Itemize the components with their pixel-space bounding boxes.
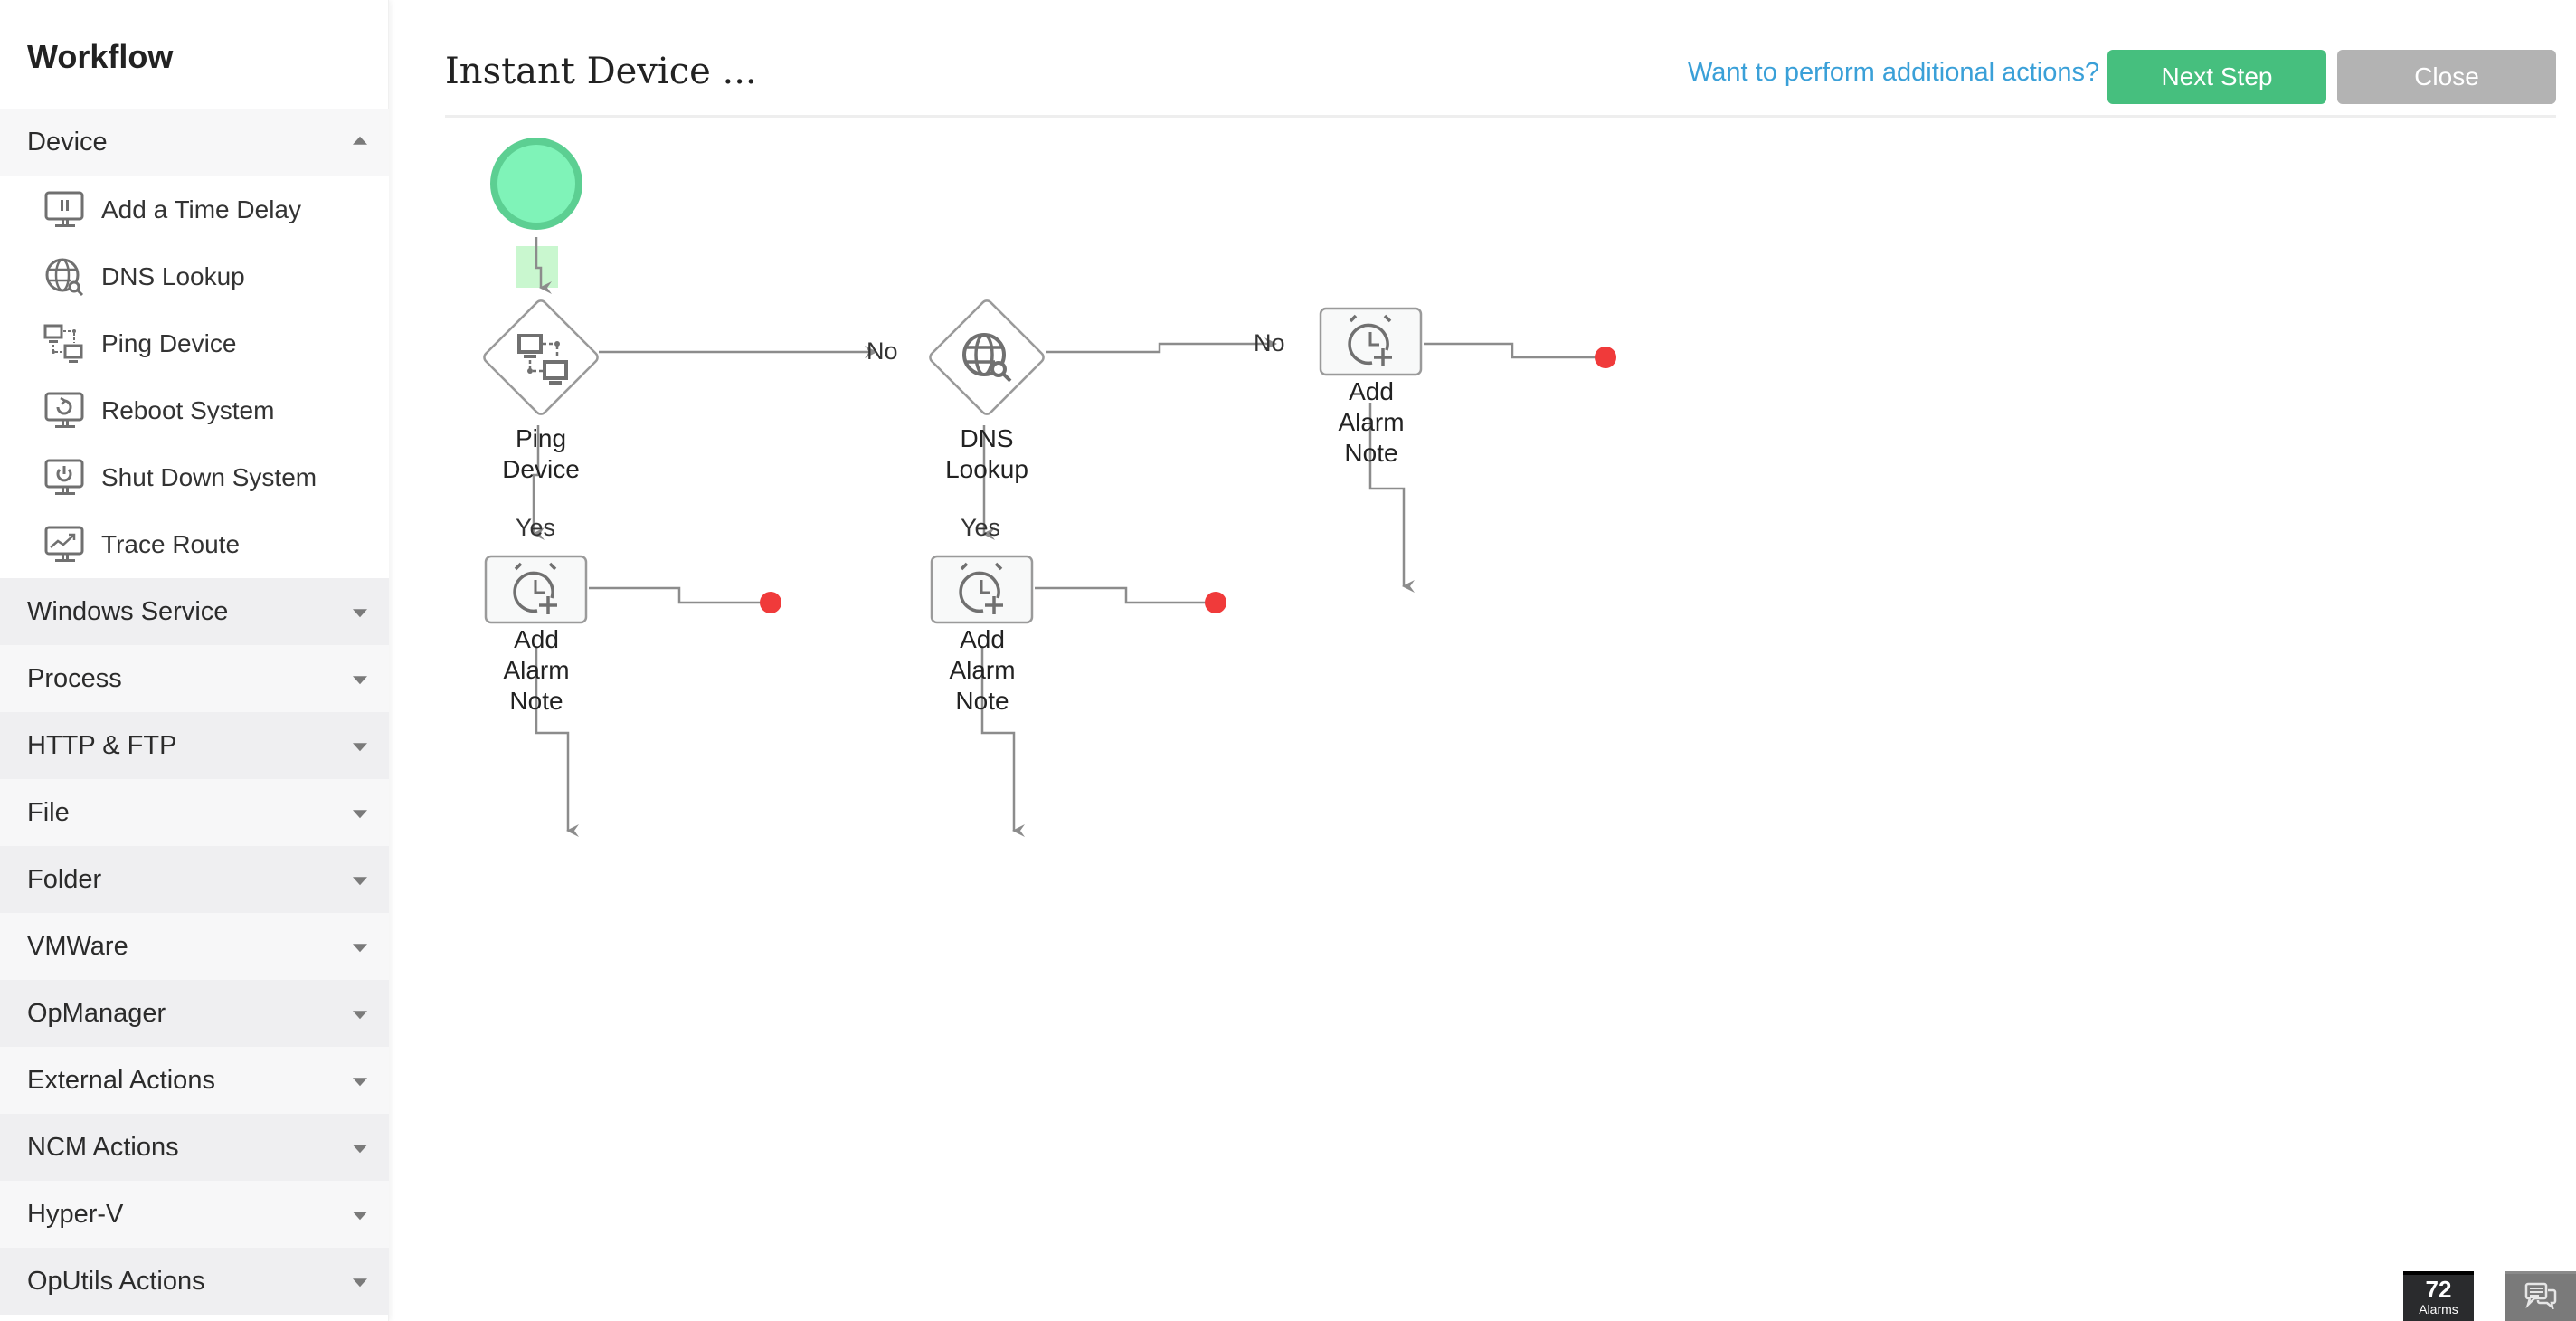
start-node[interactable] — [490, 138, 582, 230]
caret-down-icon — [353, 1145, 367, 1154]
sidebar-item-add-time-delay[interactable]: Add a Time Delay — [0, 176, 389, 243]
close-button[interactable]: Close — [2337, 50, 2556, 104]
alarm-note-node-dns-yes[interactable] — [930, 555, 1034, 624]
additional-actions-link[interactable]: Want to perform additional actions? — [1688, 58, 2100, 87]
alarms-count: 72 — [2425, 1276, 2452, 1303]
category-label: Device — [27, 127, 108, 157]
sidebar-category-ncm-actions[interactable]: NCM Actions — [0, 1114, 389, 1181]
category-label: VMWare — [27, 931, 128, 961]
alarm-note-label-top: Add Alarm Note — [1338, 377, 1405, 467]
ping-device-label: Ping Device — [502, 424, 580, 483]
sidebar-item-trace-route[interactable]: Trace Route — [0, 511, 389, 578]
end-node[interactable] — [1205, 592, 1226, 613]
category-label: Windows Service — [27, 596, 229, 626]
sidebar: Workflow Device Add a Time Delay DNS Loo… — [0, 0, 389, 1321]
sidebar-category-oputils-actions[interactable]: OpUtils Actions — [0, 1248, 389, 1315]
sidebar-category-hyper-v[interactable]: Hyper-V — [0, 1181, 389, 1248]
item-label: Trace Route — [101, 530, 241, 558]
sidebar-item-ping-device[interactable]: Ping Device — [0, 310, 389, 377]
sidebar-title: Workflow — [27, 38, 174, 75]
category-label: Process — [27, 663, 122, 693]
page-title: Instant Device ... — [445, 51, 757, 92]
category-label: Hyper-V — [27, 1199, 124, 1229]
item-label: Reboot System — [101, 396, 275, 424]
category-label: External Actions — [27, 1065, 215, 1095]
caret-down-icon — [353, 676, 367, 685]
alarm-note-label-dns-yes: Add Alarm Note — [949, 625, 1016, 715]
network-devices-icon — [43, 323, 85, 365]
sidebar-category-file[interactable]: File — [0, 779, 389, 846]
branch-label-ping-yes: Yes — [516, 514, 556, 541]
caret-down-icon — [353, 944, 367, 953]
end-node[interactable] — [1595, 347, 1616, 368]
category-label: OpManager — [27, 998, 166, 1028]
sidebar-category-vmware[interactable]: VMWare — [0, 913, 389, 980]
alarm-note-label-ping-yes: Add Alarm Note — [503, 625, 570, 715]
sidebar-category-http-ftp[interactable]: HTTP & FTP — [0, 712, 389, 779]
sidebar-category-windows-service[interactable]: Windows Service — [0, 578, 389, 645]
connector-highlight — [516, 246, 558, 288]
monitor-trend-icon — [43, 524, 85, 565]
alarms-badge[interactable]: 72 Alarms — [2403, 1271, 2474, 1321]
item-label: Add a Time Delay — [101, 195, 301, 223]
header-divider — [445, 115, 2556, 118]
monitor-reboot-icon — [43, 390, 85, 432]
dns-lookup-label: DNS Lookup — [945, 424, 1028, 483]
category-label: OpUtils Actions — [27, 1266, 205, 1296]
alarm-note-node-top[interactable] — [1319, 307, 1423, 376]
category-label: NCM Actions — [27, 1132, 179, 1162]
sidebar-category-opmanager[interactable]: OpManager — [0, 980, 389, 1047]
caret-up-icon — [353, 136, 367, 145]
chat-button[interactable] — [2505, 1271, 2576, 1321]
caret-down-icon — [353, 1078, 367, 1087]
branch-label-dns-yes: Yes — [961, 514, 1001, 541]
branch-label-dns-no: No — [1254, 329, 1285, 356]
ping-device-node[interactable] — [482, 299, 600, 416]
alarm-note-node-ping-yes[interactable] — [484, 555, 588, 624]
caret-down-icon — [353, 1278, 367, 1288]
item-label: Ping Device — [101, 329, 237, 357]
dns-lookup-node[interactable] — [928, 299, 1046, 416]
sidebar-category-device[interactable]: Device — [0, 109, 389, 176]
sidebar-category-external-actions[interactable]: External Actions — [0, 1047, 389, 1114]
globe-search-icon — [43, 256, 85, 298]
monitor-pause-icon — [43, 189, 85, 231]
sidebar-item-shut-down-system[interactable]: Shut Down System — [0, 444, 389, 511]
alarms-label: Alarms — [2419, 1302, 2458, 1316]
branch-label-ping-no: No — [867, 337, 898, 365]
item-label: DNS Lookup — [101, 262, 245, 290]
category-label: Folder — [27, 864, 102, 894]
caret-down-icon — [353, 1011, 367, 1020]
end-node[interactable] — [760, 592, 781, 613]
chat-icon — [2524, 1282, 2557, 1314]
caret-down-icon — [353, 810, 367, 819]
caret-down-icon — [353, 609, 367, 618]
category-label: HTTP & FTP — [27, 730, 177, 760]
next-step-button[interactable]: Next Step — [2107, 50, 2326, 104]
caret-down-icon — [353, 877, 367, 886]
caret-down-icon — [353, 1212, 367, 1221]
category-label: File — [27, 797, 70, 827]
sidebar-category-folder[interactable]: Folder — [0, 846, 389, 913]
sidebar-item-dns-lookup[interactable]: DNS Lookup — [0, 243, 389, 310]
item-label: Shut Down System — [101, 463, 317, 491]
sidebar-category-process[interactable]: Process — [0, 645, 389, 712]
monitor-power-icon — [43, 457, 85, 499]
sidebar-item-reboot-system[interactable]: Reboot System — [0, 377, 389, 444]
caret-down-icon — [353, 743, 367, 752]
